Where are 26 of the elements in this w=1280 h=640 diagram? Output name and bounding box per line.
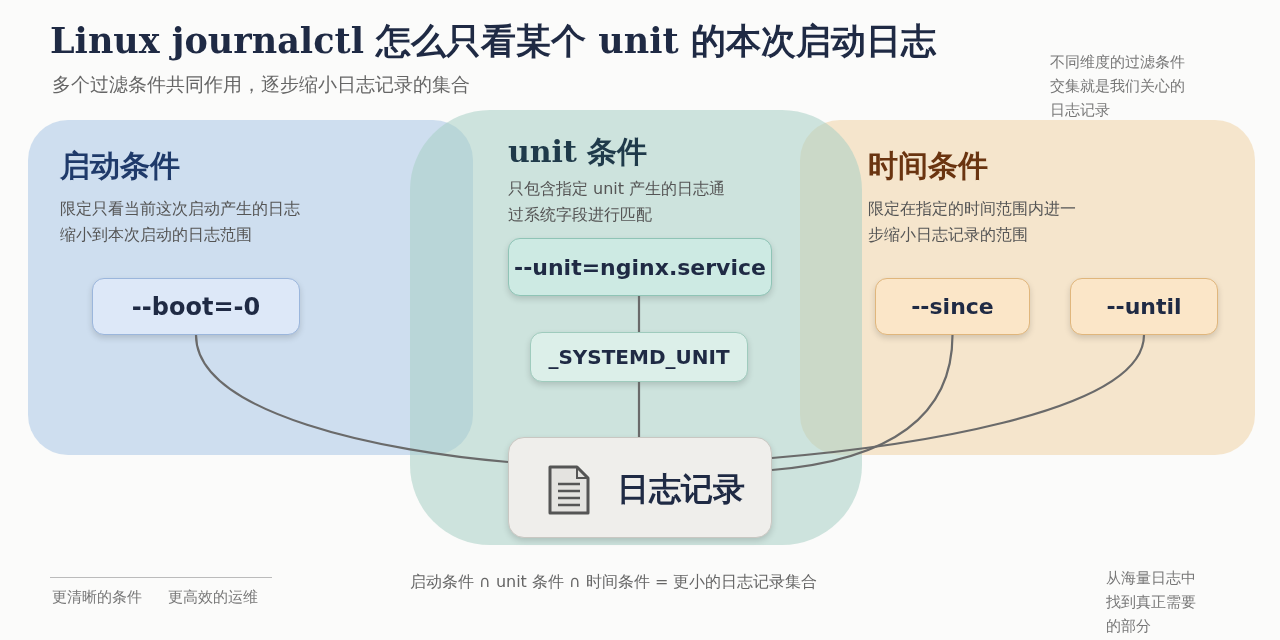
formula-caption: 启动条件 ∩ unit 条件 ∩ 时间条件 = 更小的日志记录集合 [410, 572, 818, 593]
option-box: _SYSTEMD_UNIT [530, 332, 748, 382]
subtitle: 多个过滤条件共同作用，逐步缩小日志记录的集合 [52, 72, 470, 97]
option-box: --boot=-0 [92, 278, 300, 335]
option-box: --until [1070, 278, 1218, 335]
region-heading: 启动条件 [60, 147, 180, 185]
region-heading: unit 条件 [508, 133, 648, 171]
region-description: 限定在指定的时间范围内进一步缩小日志记录的范围 [868, 198, 1077, 246]
filter-region [410, 110, 862, 545]
region-description: 只包含指定 unit 产生的日志通过系统字段进行匹配 [508, 178, 727, 226]
side-note: 从海量日志中找到真正需要的部分 [1106, 568, 1197, 637]
log-record-box [508, 437, 772, 538]
option-box: --since [875, 278, 1030, 335]
box-label: 日志记录 [617, 469, 745, 510]
region-description: 限定只看当前这次启动产生的日志缩小到本次启动的日志范围 [60, 198, 301, 246]
connector-line [637, 296, 641, 332]
option-box: --unit=nginx.service [508, 238, 772, 296]
connector-line [771, 334, 954, 472]
connector-line [771, 334, 1146, 460]
title: Linux journalctl 怎么只看某个 unit 的本次启动日志 [50, 19, 936, 63]
footer-note: 更高效的运维 [168, 588, 258, 607]
side-note: 不同维度的过滤条件交集就是我们关心的日志记录 [1050, 52, 1186, 121]
footer-note: 更清晰的条件 [52, 588, 142, 607]
connector-line [637, 382, 641, 437]
connector-line [194, 334, 509, 464]
region-heading: 时间条件 [868, 147, 988, 185]
